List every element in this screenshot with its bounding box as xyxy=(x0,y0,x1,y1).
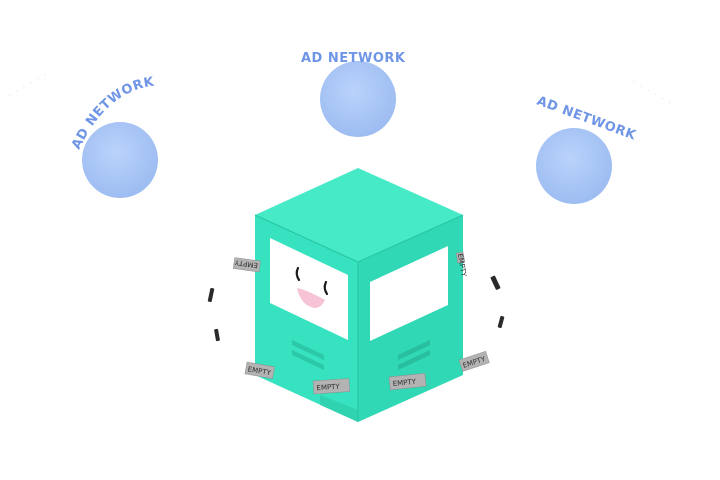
slot-tag-bg xyxy=(244,361,275,379)
ad-network-center-circle xyxy=(320,61,396,137)
ad-network-right-circle xyxy=(536,128,612,204)
slot-tag-label: EMPTY xyxy=(234,258,259,269)
mouth-icon xyxy=(297,288,325,308)
ad-network-center-label: AD NETWORK xyxy=(301,51,406,66)
cube-face-screen xyxy=(270,238,348,340)
ad-network-left: AD NETWORK xyxy=(56,73,169,198)
slot-tag-left: EMPTY xyxy=(244,361,275,379)
slot-tag-back-left: EMPTY xyxy=(232,257,261,273)
ad-network-left-circle xyxy=(82,122,158,198)
slot-tag-label: EMPTY xyxy=(316,383,340,393)
svg-text:· · · · · ·: · · · · · · xyxy=(5,68,52,104)
slot-tag-bg xyxy=(232,257,261,273)
left-eye xyxy=(295,266,301,282)
slot-tag-front-left: EMPTY xyxy=(312,378,351,395)
slot-tag-bg xyxy=(455,251,466,264)
slot-tag-bg xyxy=(388,372,427,391)
ad-network-center: AD NETWORK xyxy=(301,51,406,137)
cube-robot xyxy=(254,168,464,422)
orbit-marks xyxy=(207,275,505,342)
left-vent xyxy=(292,340,324,370)
slot-tag-bg xyxy=(312,378,351,395)
cube-side-screen xyxy=(370,246,448,341)
ad-network-right: AD NETWORK xyxy=(535,94,638,204)
slot-tag-label: EMPTY xyxy=(392,378,417,388)
svg-text:· · · · · ·: · · · · · · xyxy=(628,75,675,111)
slot-tag-right: EMPTY xyxy=(458,351,490,372)
right-eye xyxy=(323,280,329,296)
slot-tag-front-right: EMPTY xyxy=(388,372,427,391)
slot-tag-bg xyxy=(458,351,490,372)
right-vent xyxy=(398,340,430,370)
